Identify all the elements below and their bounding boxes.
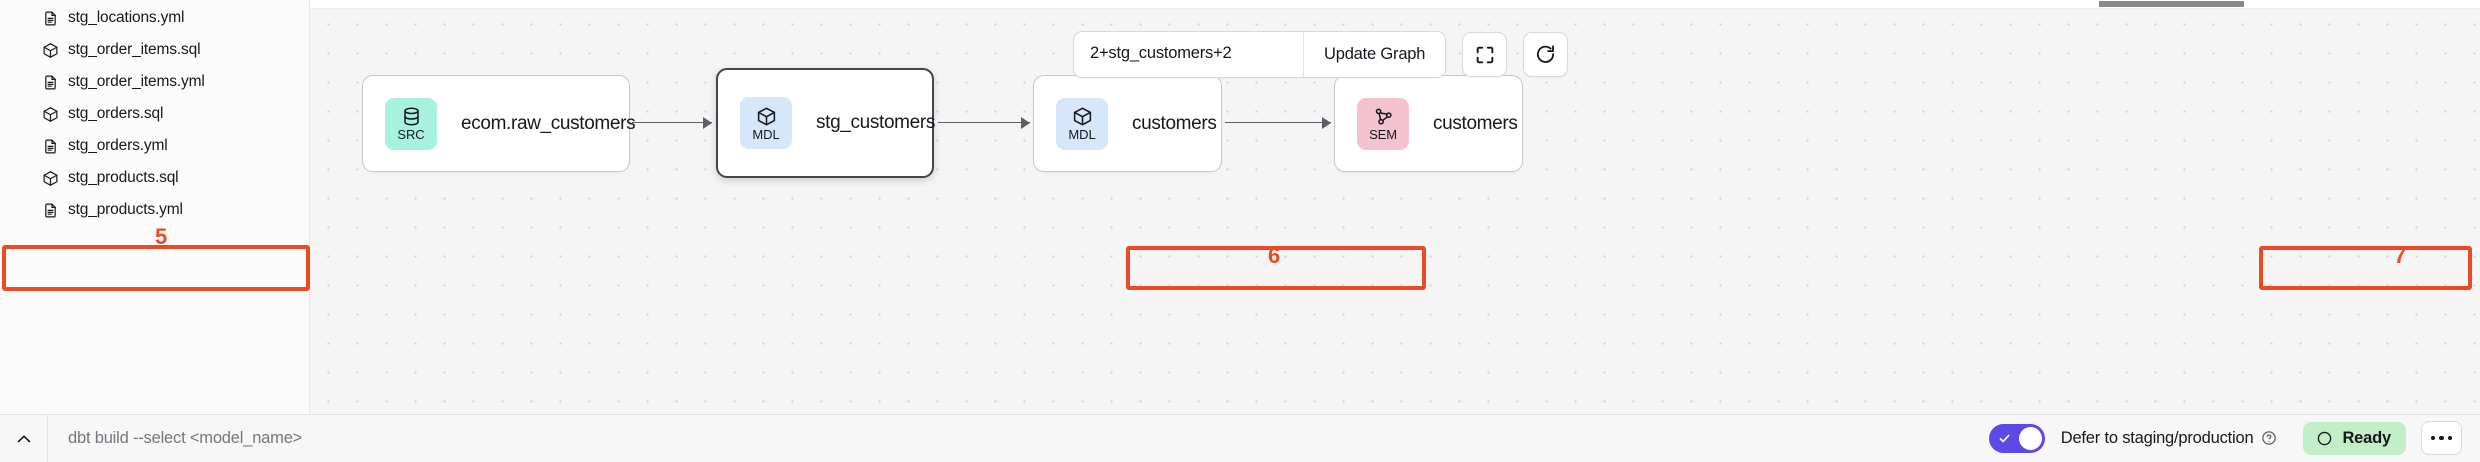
- graph-node-mdl-customers[interactable]: MDL customers: [1033, 75, 1222, 172]
- node-type-label: MDL: [1068, 127, 1096, 142]
- fullscreen-icon: [1476, 46, 1494, 63]
- edge-arrowhead: [1322, 117, 1331, 129]
- circle-icon: [2318, 431, 2332, 445]
- file-tree-item[interactable]: stg_products.yml: [0, 194, 309, 226]
- node-type-label: MDL: [752, 126, 780, 142]
- chevron-up-icon: [17, 434, 30, 442]
- command-bar: [0, 414, 2480, 462]
- help-circle-icon[interactable]: [2261, 430, 2277, 446]
- horizontal-scrollbar-track[interactable]: [310, 0, 2480, 9]
- status-badge-label: Ready: [2342, 428, 2391, 447]
- sql-model-icon: [43, 42, 58, 58]
- edge-arrowhead: [703, 117, 712, 129]
- node-label: customers: [1433, 112, 1518, 134]
- yml-file-icon: [45, 75, 56, 89]
- node-type-label: SRC: [397, 127, 425, 142]
- node-type-badge: MDL: [1056, 97, 1108, 150]
- ellipsis-icon: [2447, 435, 2452, 441]
- file-tree-item[interactable]: stg_orders.yml: [0, 130, 309, 162]
- node-type-label: SEM: [1369, 127, 1397, 142]
- more-options-button[interactable]: [2421, 421, 2462, 455]
- graph-node-src-ecom-raw-customers[interactable]: SRC ecom.raw_customers: [362, 75, 636, 172]
- yml-file-icon: [45, 139, 56, 153]
- status-badge[interactable]: Ready: [2303, 421, 2406, 455]
- graph-node-sem-customers[interactable]: SEM customers: [1334, 75, 1523, 172]
- file-tree-item-label: stg_orders.yml: [68, 137, 168, 155]
- collapse-panel-button[interactable]: [0, 415, 48, 462]
- graph-node-mdl-stg-customers[interactable]: MDL stg_customers: [716, 68, 935, 178]
- refresh-icon: [1537, 45, 1555, 63]
- graph-edge: [632, 117, 712, 129]
- status-bar: Defer to staging/production Ready: [1988, 414, 2480, 462]
- toggle-knob: [2018, 426, 2042, 450]
- node-type-badge: MDL: [740, 97, 792, 149]
- edge-arrowhead: [1021, 117, 1030, 129]
- node-label: customers: [1132, 112, 1217, 134]
- yml-file-icon: [45, 203, 56, 217]
- file-tree-item-label: stg_order_items.yml: [68, 73, 205, 91]
- file-tree-item[interactable]: stg_products.sql: [0, 162, 309, 194]
- file-tree-sidebar: stg_locations.yml stg_order_items.sql st…: [0, 0, 310, 462]
- edge-line: [632, 122, 712, 124]
- file-tree-item-label: stg_products.yml: [68, 201, 183, 219]
- ellipsis-icon: [2439, 435, 2444, 441]
- horizontal-scrollbar-thumb[interactable]: [2099, 1, 2244, 7]
- node-type-badge: SRC: [385, 97, 437, 150]
- ellipsis-icon: [2431, 435, 2436, 441]
- node-label: ecom.raw_customers: [461, 112, 636, 134]
- node-label: stg_customers: [816, 112, 935, 133]
- semantic-graph-icon: [1375, 108, 1392, 125]
- node-type-badge: SEM: [1357, 97, 1409, 150]
- refresh-button[interactable]: [1523, 32, 1569, 77]
- database-icon: [403, 107, 419, 126]
- sql-model-icon: [43, 170, 58, 186]
- edge-line: [1225, 122, 1331, 124]
- check-icon: [1999, 434, 2010, 442]
- cube-icon: [757, 107, 775, 125]
- graph-select-input[interactable]: [1074, 32, 1303, 75]
- graph-toolbar: Update Graph: [1073, 31, 1569, 78]
- file-tree-item-label: stg_orders.sql: [68, 105, 164, 123]
- file-tree-item-label: stg_locations.yml: [68, 9, 185, 27]
- file-tree-item[interactable]: stg_order_items.yml: [0, 66, 309, 98]
- graph-edge: [1225, 117, 1331, 129]
- defer-to-staging-toggle[interactable]: [1988, 423, 2045, 453]
- update-graph-button[interactable]: Update Graph: [1303, 32, 1446, 77]
- edge-line: [938, 122, 1030, 124]
- file-tree-item[interactable]: stg_orders.sql: [0, 98, 309, 130]
- file-tree-item-label: stg_order_items.sql: [68, 41, 201, 59]
- graph-selector-group: Update Graph: [1073, 31, 1447, 78]
- fullscreen-button[interactable]: [1462, 32, 1508, 77]
- file-tree-item-label: stg_products.sql: [68, 169, 179, 187]
- cube-icon: [1073, 107, 1091, 126]
- file-tree-item[interactable]: stg_locations.yml: [0, 2, 309, 34]
- sql-model-icon: [43, 106, 58, 122]
- graph-edge: [938, 117, 1030, 129]
- yml-file-icon: [45, 11, 56, 25]
- file-tree-item[interactable]: stg_order_items.sql: [0, 34, 309, 66]
- dbt-command-input[interactable]: [48, 428, 1710, 449]
- defer-toggle-label: Defer to staging/production: [2060, 428, 2254, 447]
